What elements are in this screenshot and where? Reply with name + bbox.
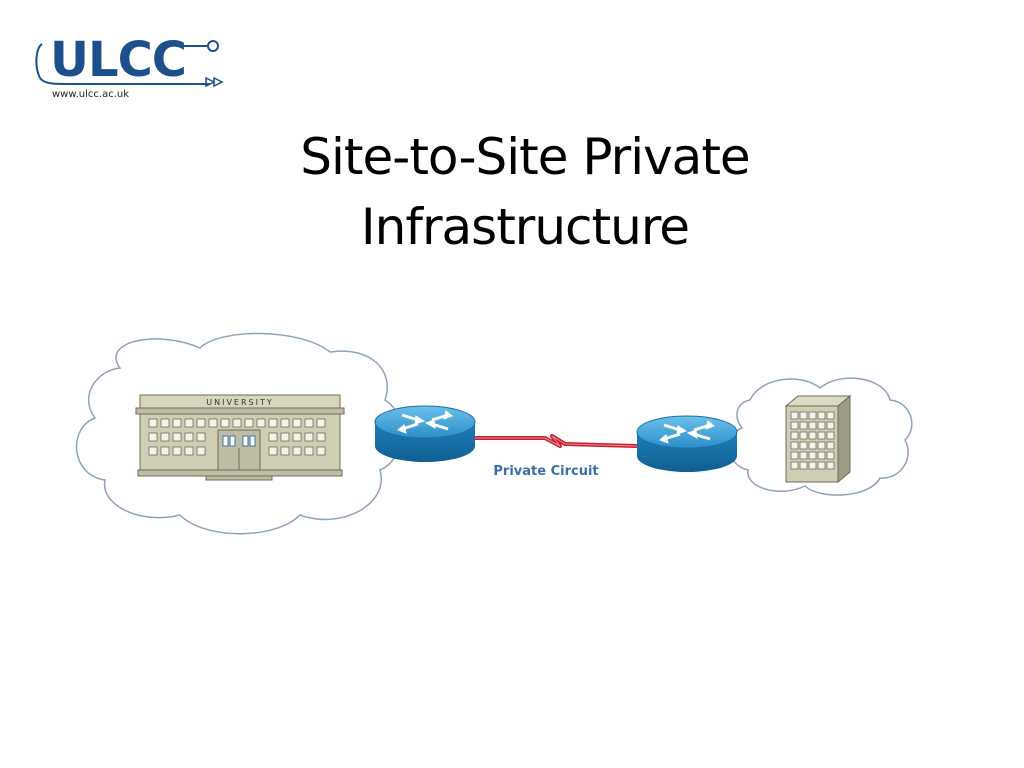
office-building-icon <box>784 394 852 484</box>
title-line-2: Infrastructure <box>360 198 690 256</box>
logo-url: www.ulcc.ac.uk <box>52 89 129 100</box>
building-sign: UNIVERSITY <box>206 398 274 407</box>
network-diagram: UNIVERSITY Private Circuit <box>75 332 913 535</box>
logo-text: ULCC <box>50 32 186 88</box>
router-icon <box>636 415 738 472</box>
ulcc-logo: ULCC www.ulcc.ac.uk <box>35 32 224 100</box>
page-title: Site-to-Site Private Infrastructure <box>0 122 1024 262</box>
university-building-icon: UNIVERSITY <box>135 394 345 481</box>
private-circuit-link <box>475 434 638 448</box>
link-label: Private Circuit <box>493 464 598 479</box>
title-line-1: Site-to-Site Private <box>300 128 750 186</box>
router-icon <box>374 405 476 462</box>
